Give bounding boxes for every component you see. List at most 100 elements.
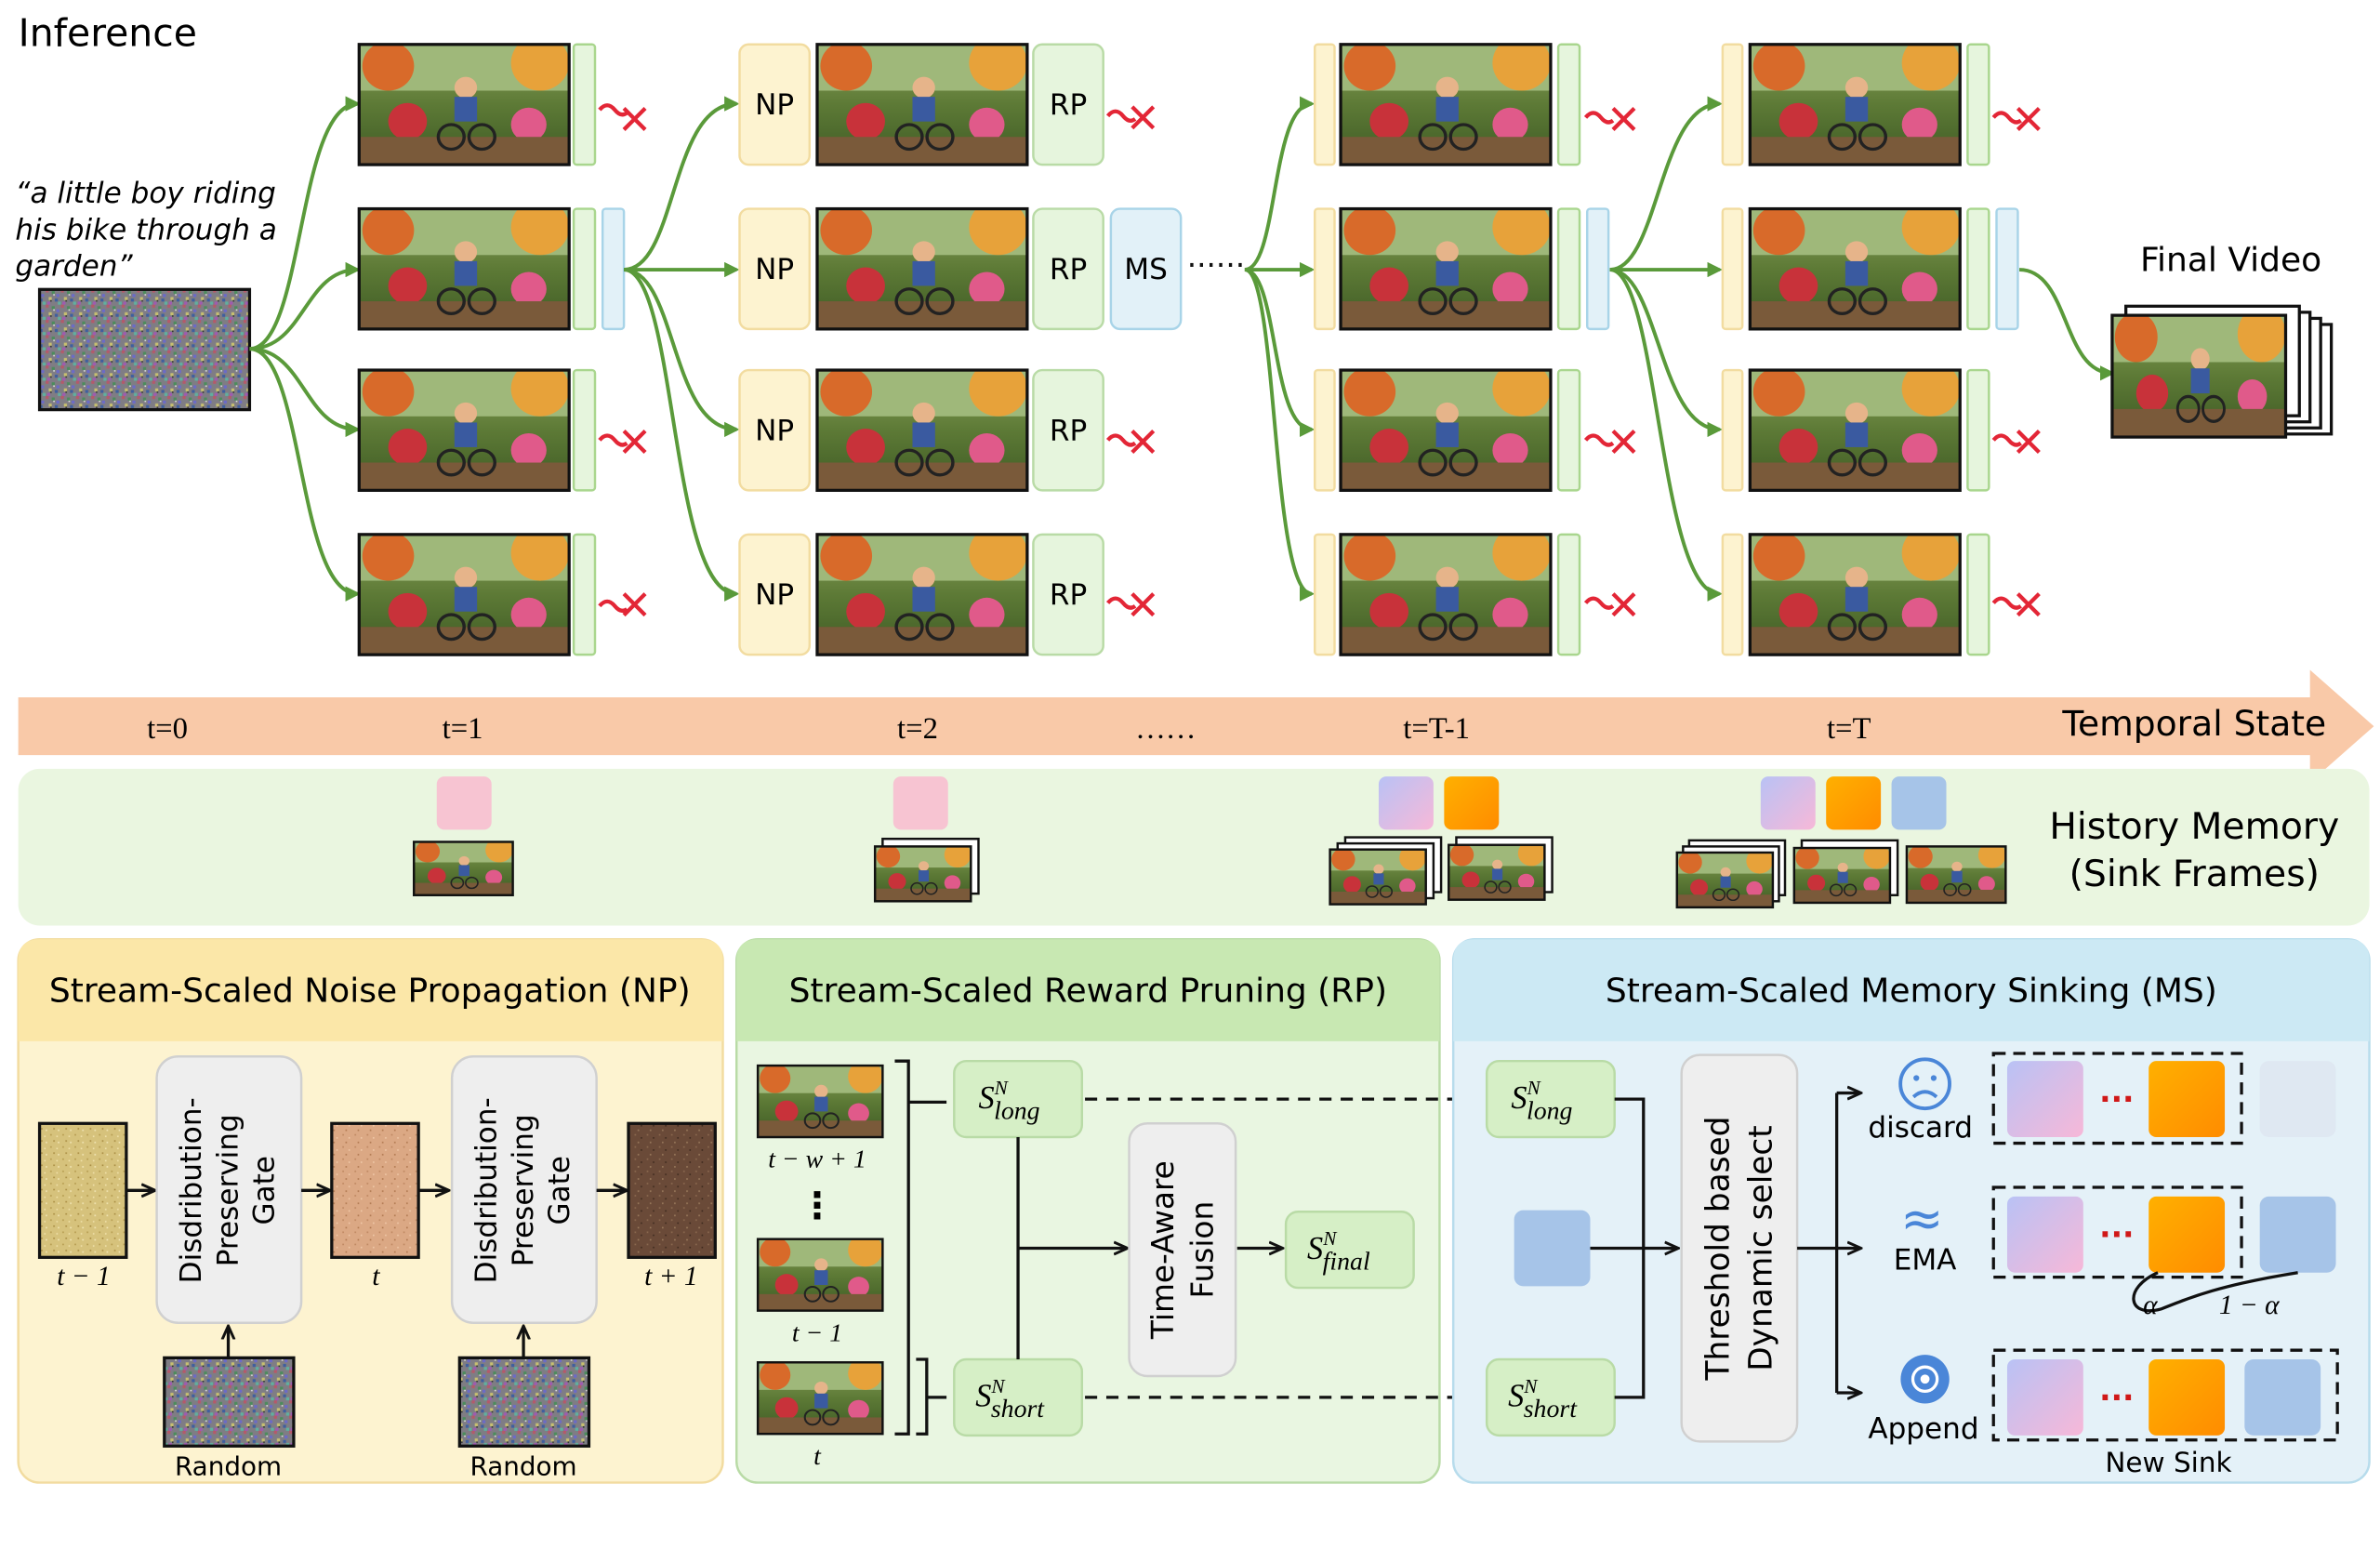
col2-frames (815, 43, 1029, 656)
ms-ema-sink (1991, 1185, 2243, 1279)
approx-icon: ≈ (1900, 1188, 1944, 1249)
target-icon (1900, 1355, 1950, 1404)
np-gate-1-line-1: Disdribution- (175, 1097, 208, 1283)
np-gate-1-line-2: Preserving (211, 1114, 245, 1266)
np-random-noise-2 (457, 1356, 591, 1448)
ms-discarded-token (2259, 1061, 2336, 1138)
ms-panel-header (1453, 939, 2370, 1041)
ms-discard-sink (1991, 1052, 2243, 1145)
ms-alpha: α (2143, 1291, 2158, 1320)
np-gate-2-line-1: Disdribution- (470, 1097, 504, 1283)
rp-label-1: RP (1050, 88, 1087, 122)
np-random-noise-1 (163, 1356, 296, 1448)
np-label-t: t (372, 1262, 380, 1291)
ms-ema-token (2259, 1196, 2336, 1273)
rp-frame-3 (756, 1361, 884, 1436)
np-latent-tm1 (37, 1121, 128, 1259)
ms-one-minus-alpha: 1 − α (2219, 1291, 2280, 1320)
history-memory-line-1: History Memory (2049, 806, 2339, 848)
memory-sink-tokens (436, 776, 1947, 830)
timeline-tT: t=T (1827, 712, 1871, 746)
np-label-2: NP (755, 253, 794, 286)
timeline-tT-1: t=T-1 (1403, 712, 1470, 746)
ms-select-line-2: Dynamic select (1742, 1125, 1779, 1371)
rp-panel-header (736, 939, 1440, 1041)
col1-branch-arrows (623, 96, 740, 602)
rp-label-3: RP (1050, 414, 1087, 447)
rp-vertical-dots: ⋮ (799, 1185, 835, 1227)
col4-frames (1721, 43, 2019, 656)
history-memory-panel (18, 768, 2370, 926)
ms-discard-dots: ··· (2099, 1082, 2134, 1118)
prune-cross-icons (598, 103, 2041, 617)
timeline-t2: t=2 (897, 712, 938, 746)
rp-frame-label-1: t − w + 1 (768, 1145, 866, 1174)
ms-ema-dots: ··· (2099, 1217, 2134, 1252)
col4-branch-arrows (1609, 96, 1723, 602)
np-label-3: NP (755, 414, 794, 447)
np-label-4: NP (755, 578, 794, 612)
inference-title: Inference (19, 10, 197, 55)
ms-append-dots: ··· (2099, 1380, 2134, 1415)
rp-label-4: RP (1050, 578, 1087, 612)
np-panel-header (18, 939, 723, 1041)
timeline-arrow (18, 669, 2374, 783)
ms-current-token (1514, 1210, 1591, 1287)
rp-boxes (1032, 43, 1104, 656)
rp-frame-label-2: t − 1 (792, 1318, 842, 1347)
np-gate-2-line-3: Gate (543, 1156, 576, 1225)
col1-frames (357, 43, 626, 656)
ms-new-sink-label: New Sink (2105, 1447, 2231, 1478)
noise-branch-arrows (249, 96, 361, 602)
prompt-line-1: “a little boy riding (15, 177, 276, 210)
rp-dashed-links (1085, 1099, 1481, 1397)
dots-connector: ······ (1187, 248, 1245, 284)
final-video-stack (2110, 304, 2334, 439)
prompt-line-2: his bike through a (15, 213, 276, 246)
col3-branch-arrows (1244, 96, 1316, 602)
final-arrow (2018, 268, 2116, 381)
ms-select-line-1: Threshold based (1699, 1117, 1737, 1382)
np-gate-2-line-2: Preserving (507, 1114, 540, 1266)
ms-box (1109, 207, 1183, 331)
np-random-label-2: Random (469, 1450, 576, 1481)
final-video-label: Final Video (2140, 242, 2321, 280)
rp-fusion-line-1: Time-Aware (1145, 1160, 1181, 1340)
rp-fusion-line-2: Fusion (1185, 1201, 1221, 1299)
np-label-tm1: t − 1 (57, 1262, 111, 1291)
timeline-t1: t=1 (443, 712, 483, 746)
prompt-line-3: garden” (15, 250, 133, 284)
np-latent-tp1 (627, 1121, 717, 1259)
rp-frame-1 (756, 1064, 884, 1139)
ms-new-sink (1991, 1348, 2339, 1442)
np-label-tp1: t + 1 (644, 1262, 698, 1291)
np-boxes (738, 43, 812, 656)
ms-label: MS (1124, 253, 1168, 286)
ms-threshold-select (1680, 1053, 1799, 1443)
ms-panel-title: Stream-Scaled Memory Sinking (MS) (1606, 972, 2217, 1010)
np-latent-t (330, 1121, 420, 1259)
rp-time-aware-fusion (1128, 1122, 1237, 1378)
rp-label-2: RP (1050, 253, 1087, 286)
rp-frame-2 (756, 1238, 884, 1312)
np-random-label-1: Random (175, 1450, 282, 1481)
timeline-ellipsis: …… (1135, 712, 1196, 746)
ms-ema-loop (2132, 1271, 2298, 1313)
timeline-label: Temporal State (2061, 703, 2326, 744)
np-label-1: NP (755, 88, 794, 122)
timeline-t0: t=0 (147, 712, 188, 746)
col3-frames (1313, 43, 1610, 656)
np-panel-title: Stream-Scaled Noise Propagation (NP) (49, 972, 691, 1010)
rp-frame-label-3: t (813, 1442, 822, 1471)
rp-s-final (1284, 1210, 1415, 1290)
np-gate-1-line-3: Gate (248, 1156, 282, 1225)
initial-noise (37, 287, 252, 412)
rp-brackets (894, 1059, 947, 1436)
ms-append-label: Append (1868, 1412, 1978, 1446)
